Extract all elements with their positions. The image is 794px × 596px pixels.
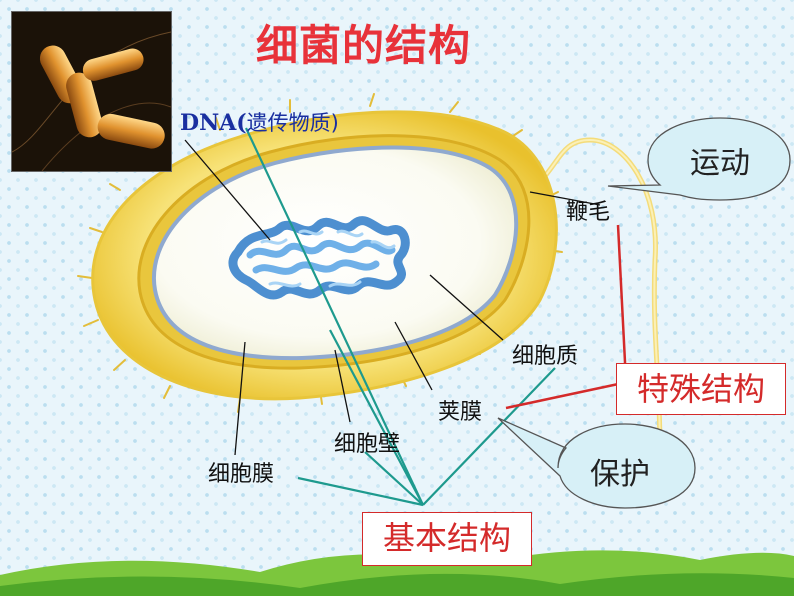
cell-membrane-label: 细胞膜	[208, 456, 274, 488]
bacteria-photo-drawing	[12, 12, 171, 171]
motion-bubble-text: 运动	[690, 138, 750, 182]
capsule-label: 荚膜	[438, 394, 482, 426]
dna-label: DNA(遗传物质)	[180, 107, 339, 137]
page-title: 细菌的结构	[256, 12, 471, 73]
cytoplasm-label: 细胞质	[512, 338, 578, 370]
dna-label-prefix: DNA(	[180, 110, 247, 136]
dna-label-text: 遗传物质)	[247, 111, 339, 135]
basic-structure-box: 基本结构	[362, 512, 532, 566]
cell-wall-label: 细胞壁	[334, 426, 400, 458]
flagellum-label: 鞭毛	[566, 194, 610, 226]
protect-bubble-text: 保护	[590, 449, 650, 493]
special-structure-box: 特殊结构	[616, 363, 786, 415]
bacteria-photo	[11, 11, 172, 172]
